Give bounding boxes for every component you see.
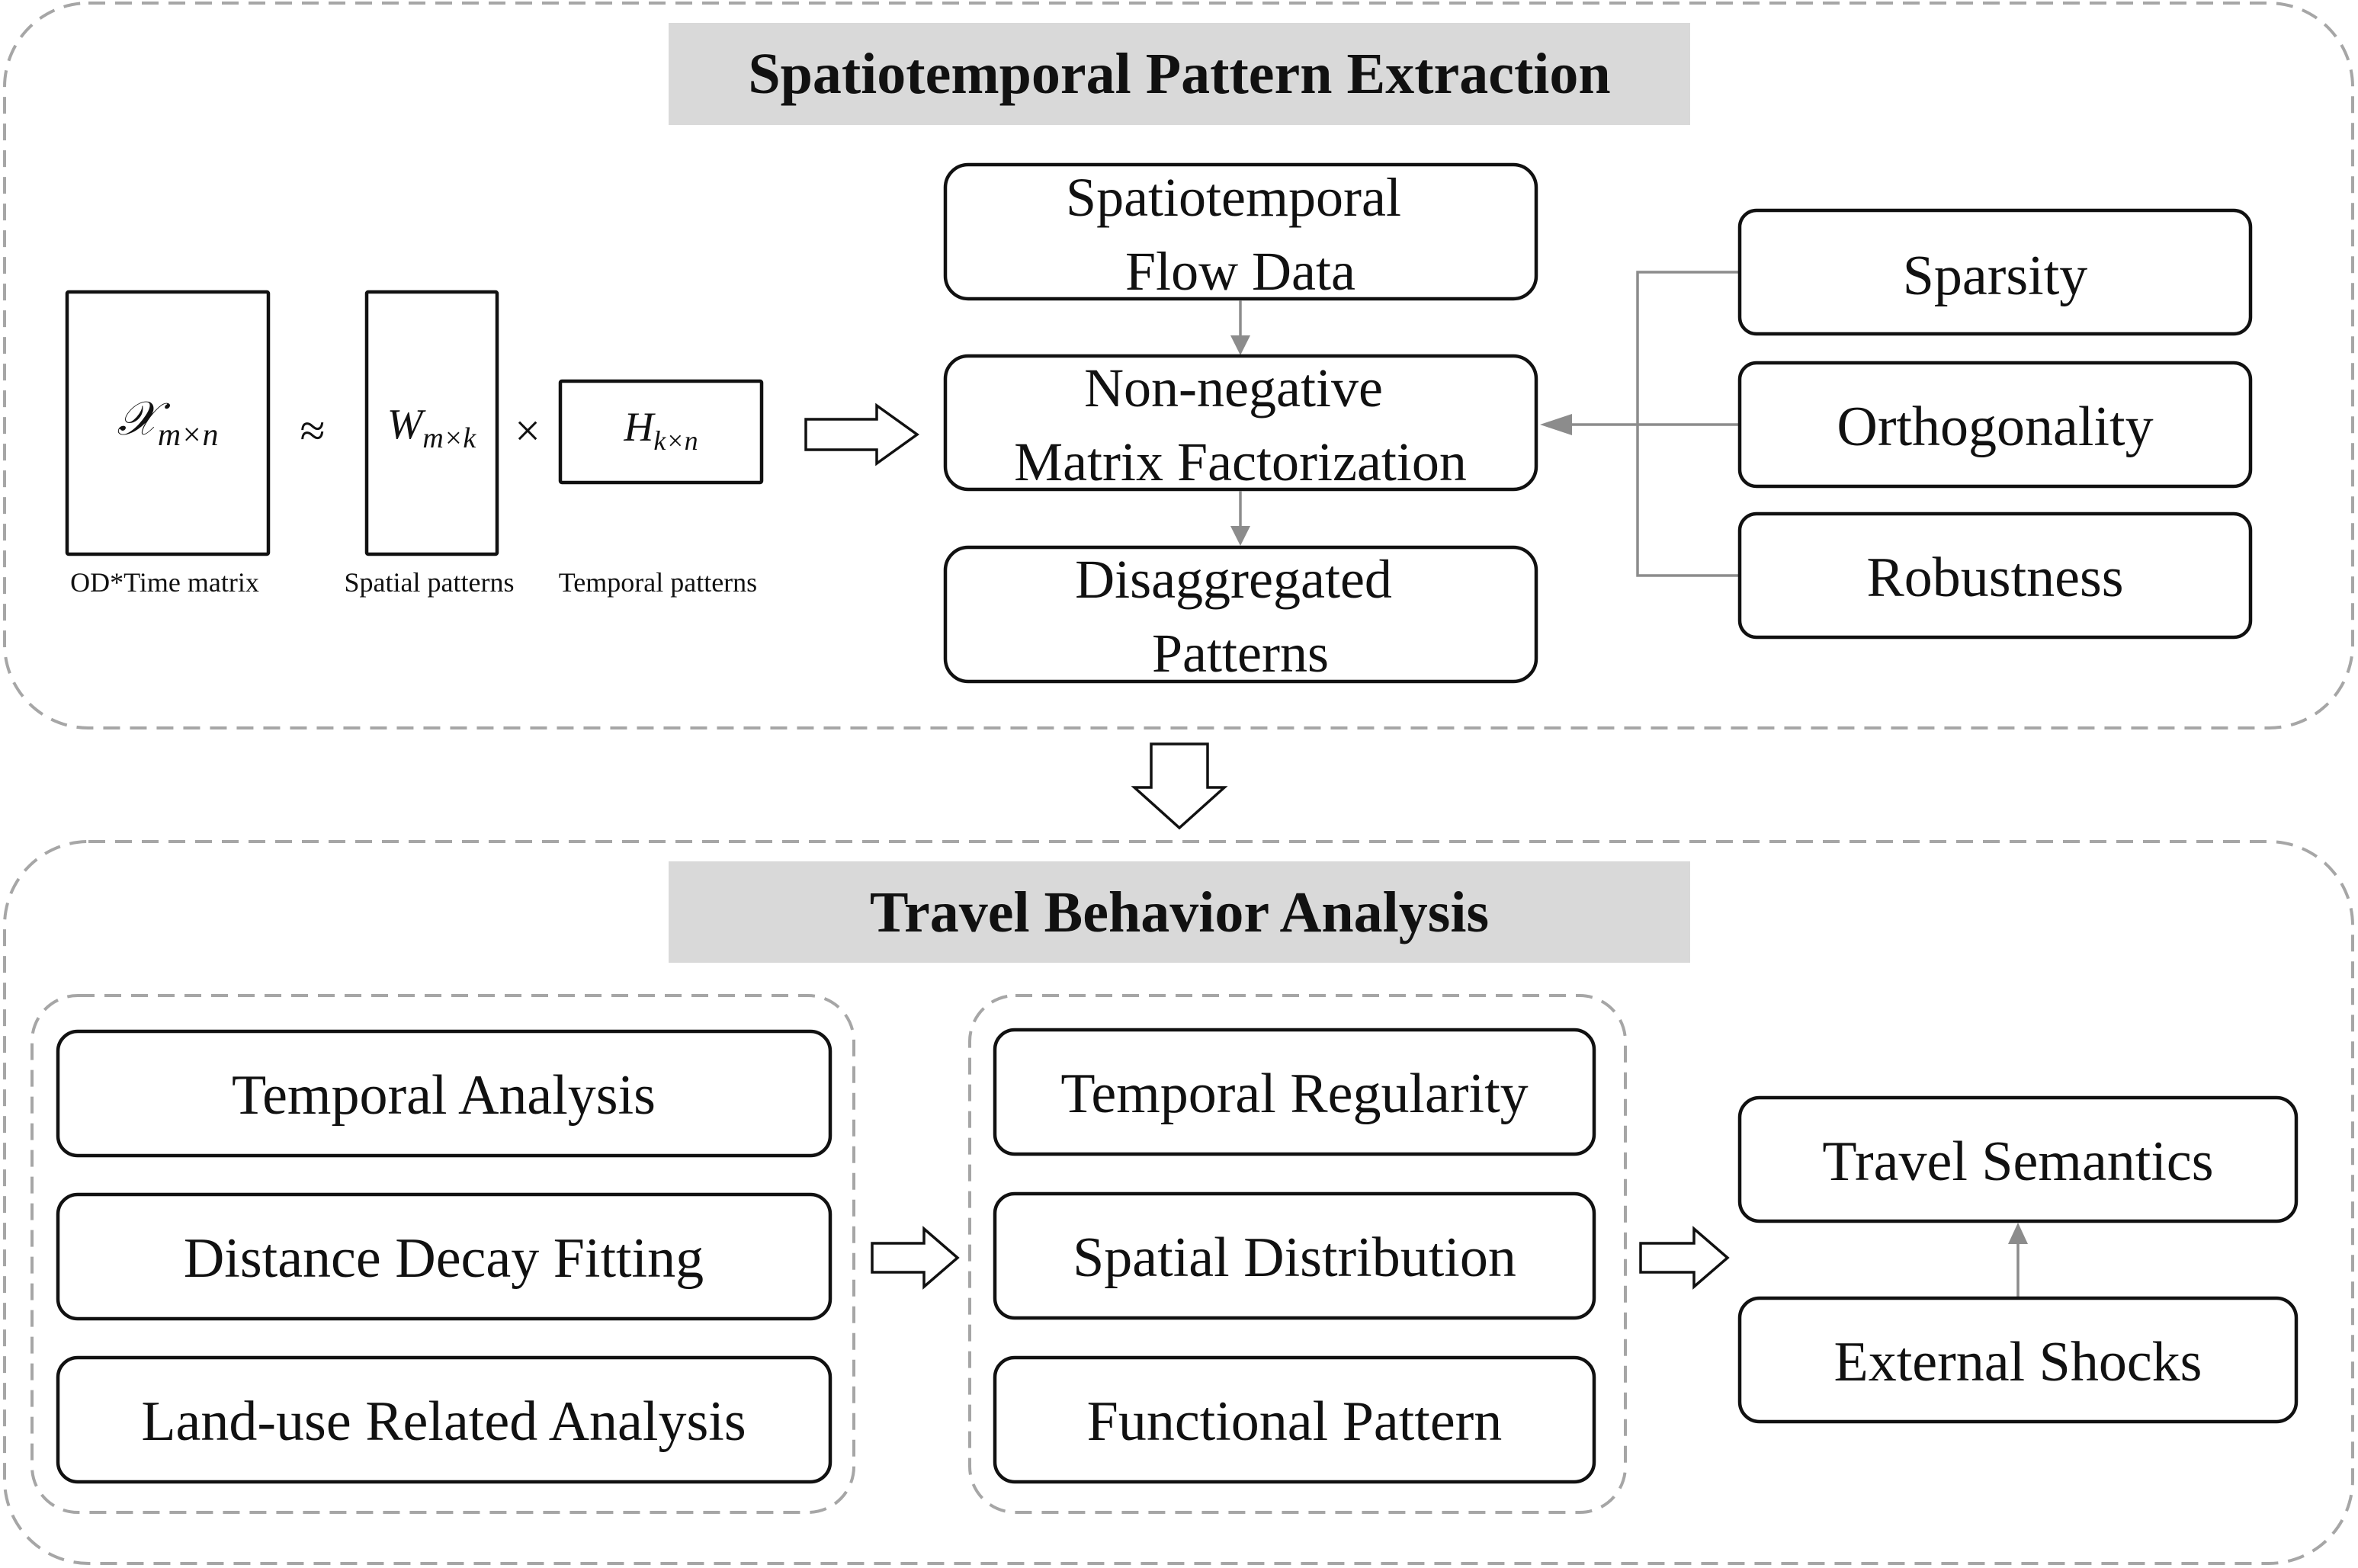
times-symbol: × — [515, 406, 541, 456]
method-land-use-box — [56, 1355, 833, 1484]
external-shocks-box — [1737, 1296, 2299, 1424]
constraint-orthogonality-box — [1737, 361, 2253, 489]
caption-od-time-matrix: OD*Time matrix — [70, 567, 259, 598]
flow-to-nmf-arrowhead — [1230, 335, 1250, 355]
finding-functional-pattern-label: Functional Pattern — [1087, 1390, 1503, 1453]
method-distance-decay-box — [56, 1192, 833, 1321]
top-panel-title-banner — [669, 23, 1690, 125]
disaggregated-patterns-label: Disaggregated Patterns — [1075, 549, 1406, 684]
x-matrix-box — [65, 290, 271, 556]
travel-semantics-label: Travel Semantics — [1822, 1130, 2213, 1193]
constraints-arrowhead — [1540, 414, 1572, 435]
findings-group-border — [968, 994, 1627, 1514]
h-matrix-box — [558, 379, 764, 485]
flow-data-label: Spatiotemporal Flow Data — [1066, 167, 1415, 302]
finding-temporal-regularity-label: Temporal Regularity — [1060, 1063, 1528, 1125]
constraint-robustness-label: Robustness — [1866, 547, 2123, 609]
findings-to-semantics-arrow — [1639, 1226, 1730, 1290]
method-temporal-analysis-box — [56, 1029, 833, 1158]
bottom-panel-title-banner — [669, 861, 1690, 963]
finding-temporal-regularity-box — [993, 1028, 1596, 1156]
disaggregated-patterns-box — [943, 545, 1538, 684]
caption-temporal-patterns: Temporal patterns — [559, 567, 757, 598]
method-temporal-analysis-label: Temporal Analysis — [232, 1064, 656, 1127]
h-matrix-label: Hk×n — [623, 404, 698, 456]
constraint-orthogonality-label: Orthogonality — [1837, 396, 2153, 458]
methods-to-findings-arrow — [871, 1226, 960, 1290]
nmf-box — [943, 354, 1538, 492]
finding-spatial-distribution-box — [993, 1191, 1596, 1320]
top-panel-border — [3, 2, 2354, 729]
finding-functional-pattern-box — [993, 1355, 1596, 1484]
bottom-panel-title: Travel Behavior Analysis — [870, 880, 1489, 944]
method-distance-decay-label: Distance Decay Fitting — [184, 1227, 704, 1290]
nmf-label: Non-negative Matrix Factorization — [1014, 358, 1467, 492]
finding-spatial-distribution-label: Spatial Distribution — [1073, 1227, 1516, 1289]
bottom-panel-border — [3, 840, 2354, 1565]
w-matrix-box — [364, 290, 499, 556]
panel-transition-arrow — [1131, 742, 1228, 830]
methods-group-border — [30, 994, 855, 1514]
top-panel-title: Spatiotemporal Pattern Extraction — [748, 42, 1610, 106]
constraint-sparsity-label: Sparsity — [1903, 245, 2088, 307]
method-land-use-label: Land-use Related Analysis — [141, 1390, 746, 1453]
external-shocks-label: External Shocks — [1834, 1331, 2202, 1393]
flow-data-box — [943, 162, 1538, 301]
caption-spatial-patterns: Spatial patterns — [345, 567, 515, 598]
constraints-bracket — [1572, 271, 1740, 577]
nmf-to-output-arrowhead — [1230, 526, 1250, 546]
constraint-sparsity-box — [1737, 208, 2253, 336]
shocks-to-semantics-arrowhead — [2008, 1223, 2028, 1244]
approx-symbol: ≈ — [300, 406, 326, 456]
equation-to-flow-arrow — [804, 402, 920, 467]
travel-semantics-box — [1737, 1095, 2299, 1223]
constraint-robustness-box — [1737, 511, 2253, 640]
w-matrix-label: Wm×k — [387, 401, 477, 454]
